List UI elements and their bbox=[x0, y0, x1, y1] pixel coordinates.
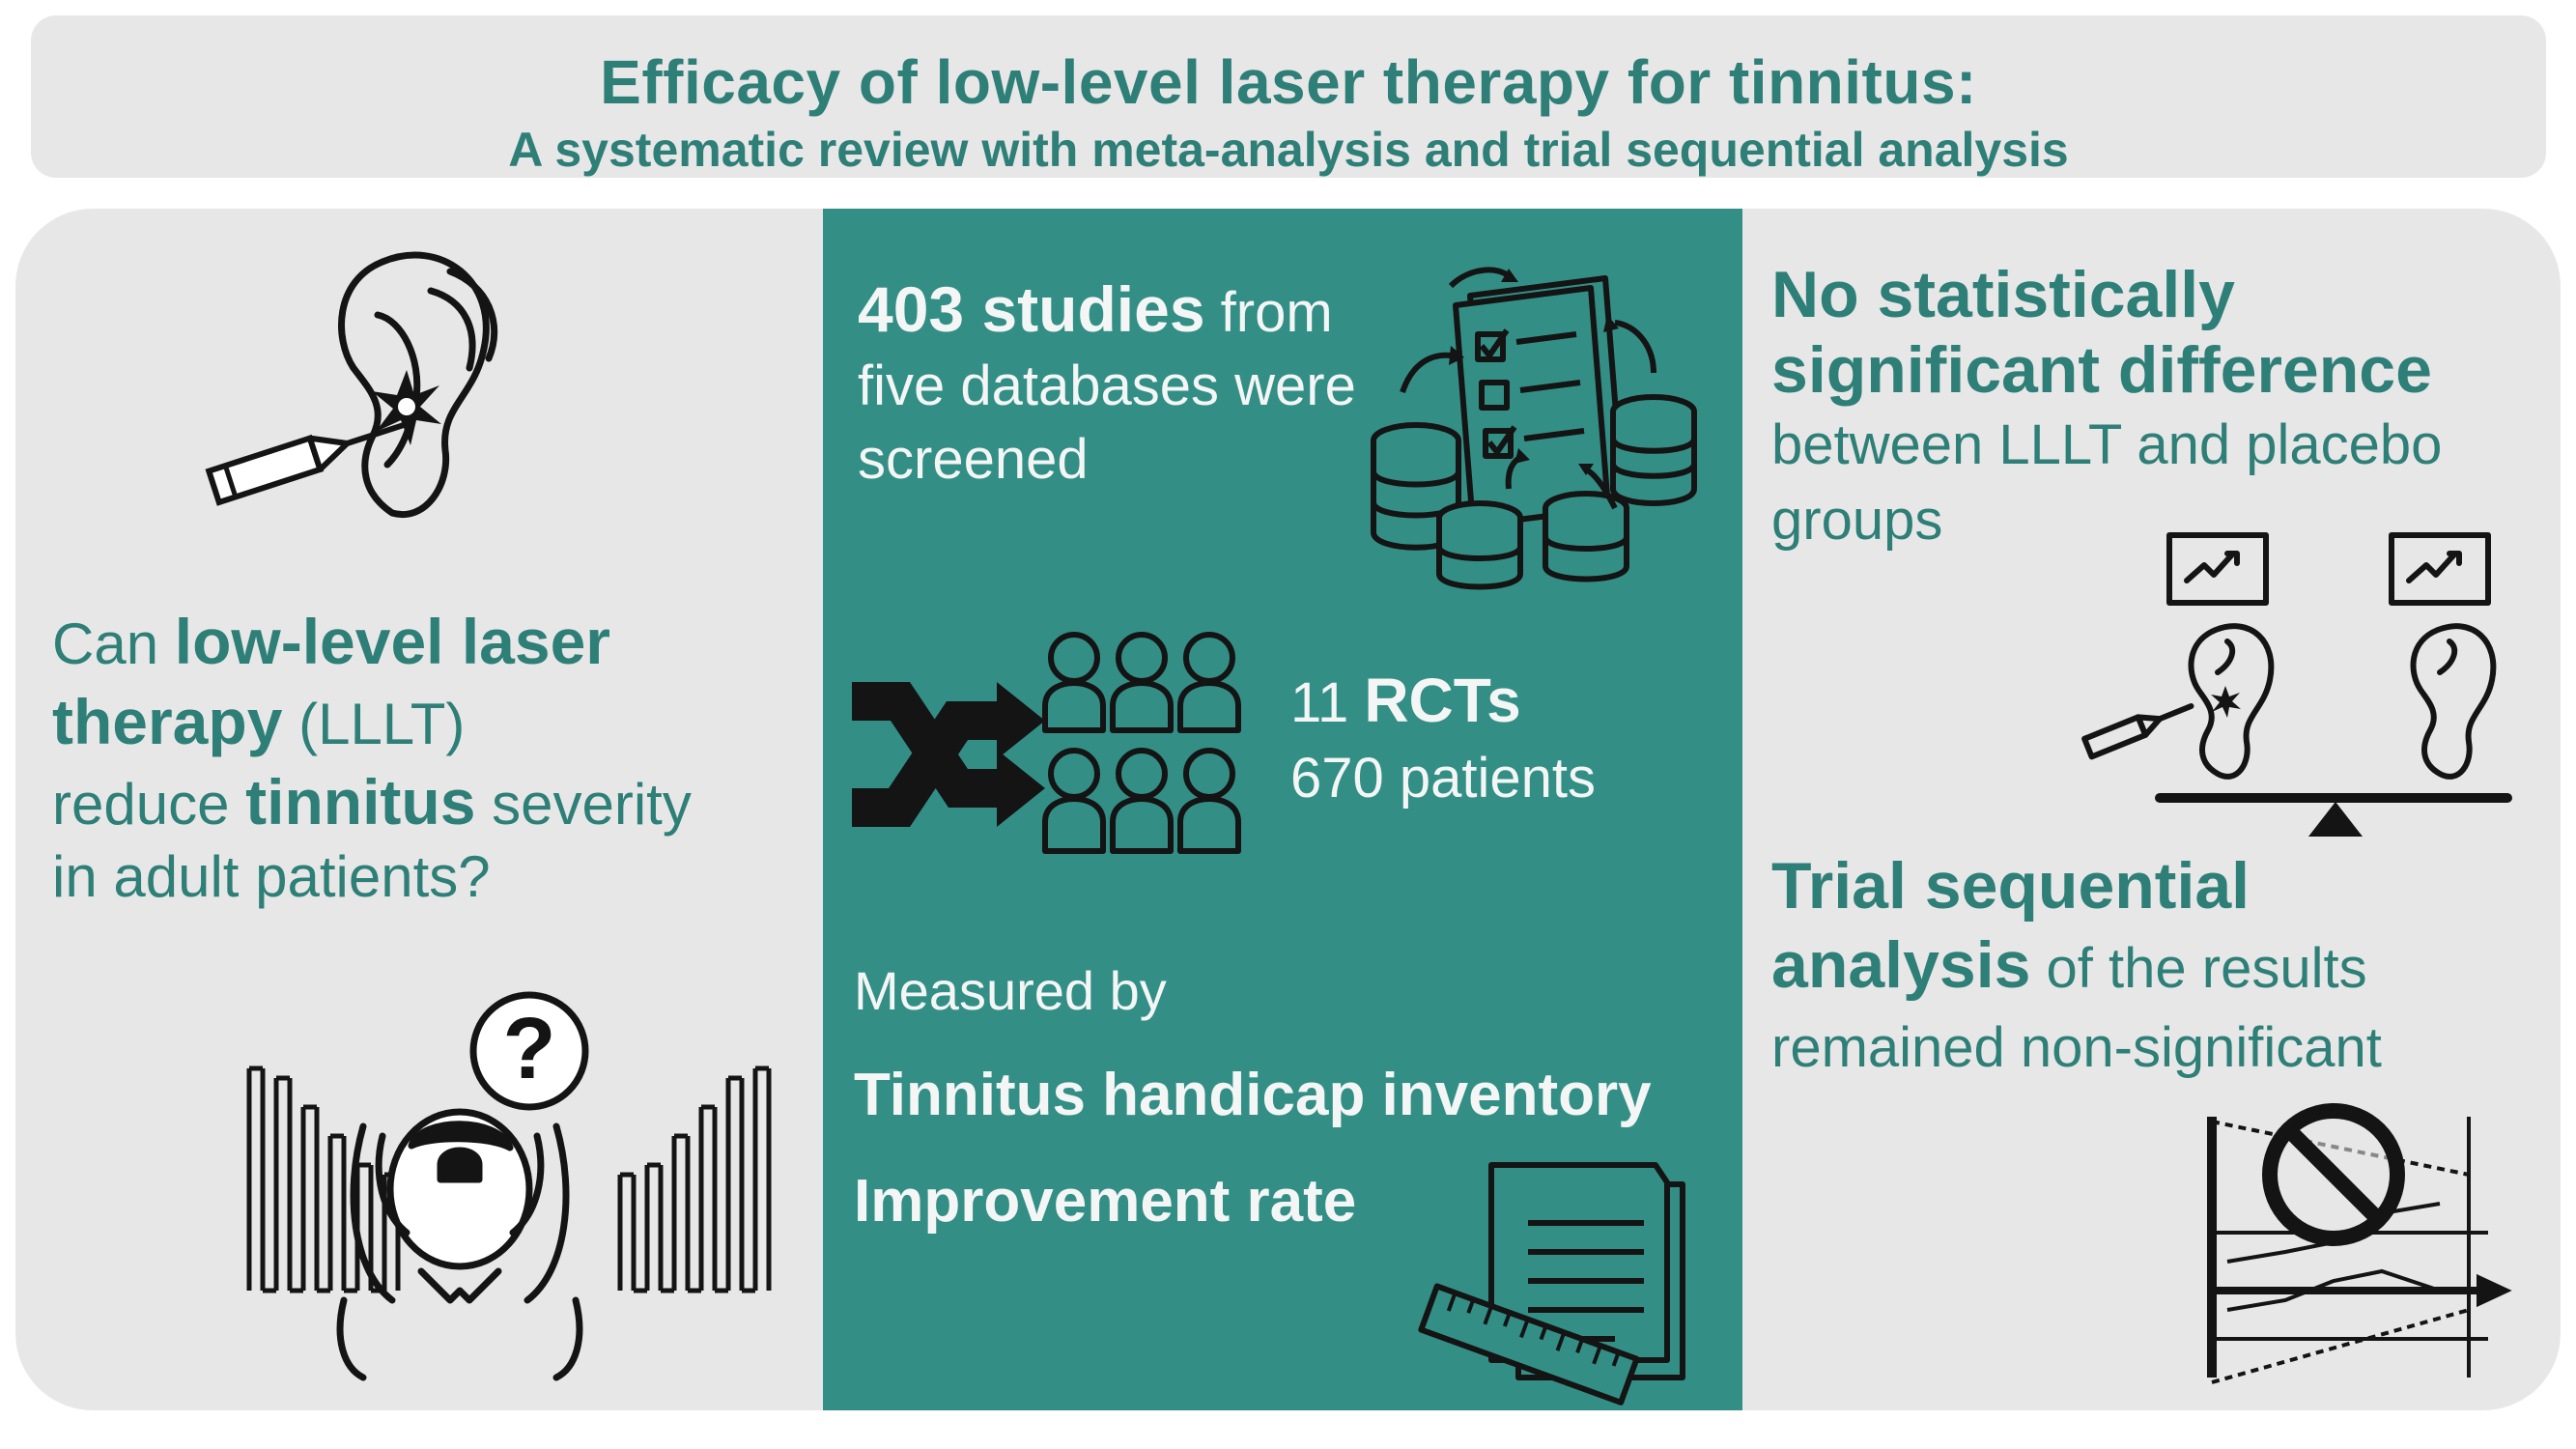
finding-detail: between LLLT and placebo bbox=[1771, 413, 2443, 476]
outcome-thi: Tinnitus handicap inventory bbox=[854, 1062, 1652, 1128]
question-text: (LLLT) bbox=[282, 692, 466, 756]
tsa-headline: analysis bbox=[1771, 928, 2031, 1002]
question-text: severity bbox=[475, 772, 692, 837]
tsa-detail: remained non-significant bbox=[1771, 1016, 2382, 1079]
rct-label: RCTs bbox=[1364, 666, 1521, 735]
rct-count: 11 bbox=[1290, 671, 1365, 734]
screening-line: from bbox=[1204, 281, 1333, 344]
finding-detail: groups bbox=[1771, 489, 1943, 552]
methods-column: 403 studies from five databases were scr… bbox=[823, 209, 1742, 1410]
tsa-headline: Trial sequential bbox=[1771, 849, 2250, 923]
tsa-detail: of the results bbox=[2030, 937, 2367, 1000]
prohibited-graph-icon bbox=[2189, 1097, 2517, 1387]
research-question: Can low-level laser therapy (LLLT) reduc… bbox=[52, 603, 692, 911]
outcome-improvement-rate: Improvement rate bbox=[854, 1168, 1357, 1235]
question-highlight: therapy bbox=[52, 686, 283, 757]
svg-text:?: ? bbox=[503, 1001, 556, 1097]
studies-count: 403 studies bbox=[858, 273, 1205, 345]
sound-wave-icon bbox=[576, 1059, 788, 1310]
groups-icon bbox=[1040, 629, 1243, 861]
distressed-person-icon: ? bbox=[305, 981, 614, 1387]
question-text: in adult patients? bbox=[52, 844, 491, 909]
screening-line: five databases were bbox=[858, 355, 1356, 417]
ear-laser-icon bbox=[189, 242, 537, 552]
question-text: reduce bbox=[52, 772, 246, 837]
sound-wave-icon bbox=[240, 1059, 471, 1310]
patient-count: 670 patients bbox=[1290, 747, 1597, 810]
question-highlight: tinnitus bbox=[245, 766, 476, 838]
measured-by-label: Measured by bbox=[854, 960, 1167, 1021]
finding-headline: significant difference bbox=[1771, 333, 2432, 407]
main-finding: No statistically significant difference … bbox=[1771, 257, 2442, 558]
screening-line: screened bbox=[858, 428, 1089, 491]
title-banner: Efficacy of low-level laser therapy for … bbox=[31, 15, 2546, 178]
tsa-result: Trial sequential analysis of the results… bbox=[1771, 846, 2382, 1088]
main-panel: Can low-level laser therapy (LLLT) reduc… bbox=[15, 209, 2561, 1410]
question-highlight: low-level laser bbox=[174, 606, 610, 677]
finding-headline: No statistically bbox=[1771, 258, 2235, 331]
randomize-arrows-icon bbox=[852, 663, 1045, 827]
question-text: Can bbox=[52, 611, 175, 676]
balance-scale-icon bbox=[2073, 527, 2517, 846]
database-checklist-icon bbox=[1364, 267, 1712, 590]
trials-text: 11 RCTs 670 patients bbox=[1290, 663, 1596, 816]
screening-text: 403 studies from five databases were scr… bbox=[858, 272, 1356, 497]
document-ruler-icon bbox=[1418, 1155, 1712, 1406]
page-subtitle: A systematic review with meta-analysis a… bbox=[508, 123, 2069, 177]
page-title: Efficacy of low-level laser therapy for … bbox=[600, 47, 1977, 117]
